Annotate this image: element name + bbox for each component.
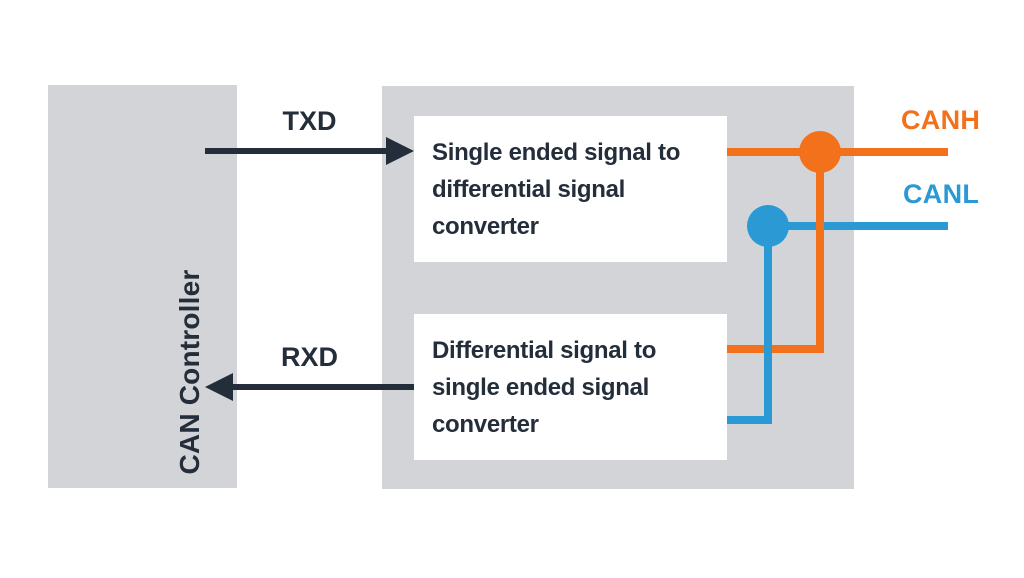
can-controller-box: CAN Controller bbox=[48, 85, 237, 488]
txd-label: TXD bbox=[282, 106, 337, 136]
rxd-label: RXD bbox=[280, 342, 338, 372]
canh-label: CANH bbox=[901, 105, 981, 135]
converter-box-differential-to-single: Differential signal to single ended sign… bbox=[414, 314, 727, 460]
converter-box-2-text: Differential signal to single ended sign… bbox=[432, 336, 657, 438]
can-controller-label: CAN Controller bbox=[174, 269, 205, 475]
converter-box-single-to-differential: Single ended signal to differential sign… bbox=[414, 116, 727, 262]
converter-box-1-text: Single ended signal to differential sign… bbox=[432, 138, 681, 240]
canl-label: CANL bbox=[903, 179, 980, 209]
